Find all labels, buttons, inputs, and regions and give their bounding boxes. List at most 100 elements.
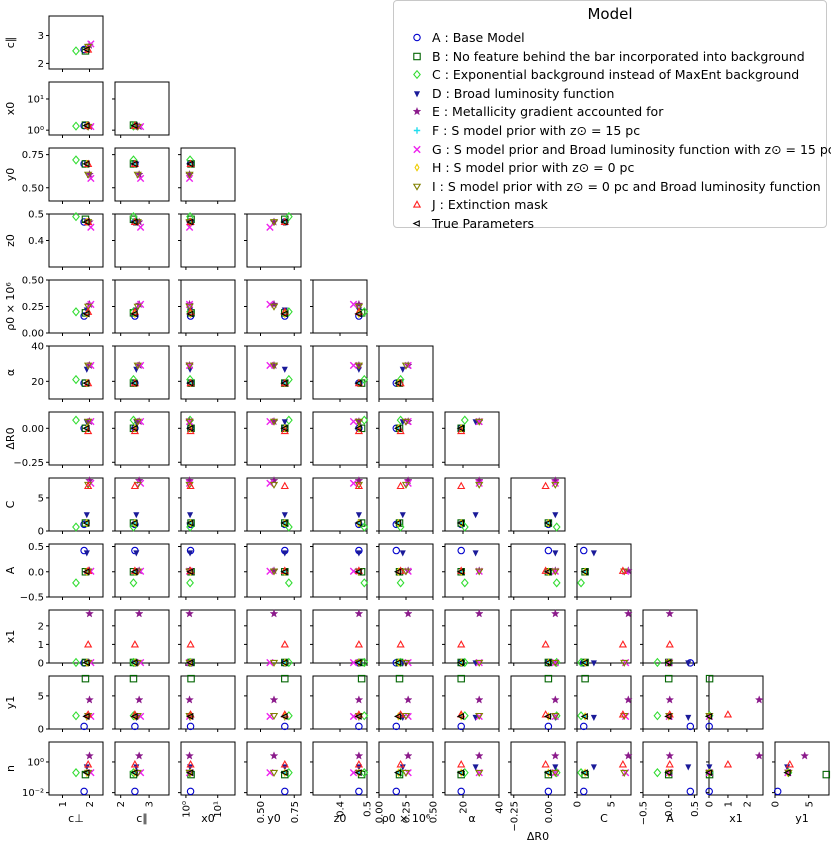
panel-frame <box>180 675 236 730</box>
point-T <box>354 519 362 527</box>
point-J <box>457 759 466 768</box>
legend-marker-I <box>412 183 422 191</box>
point-A <box>705 787 713 796</box>
point-I <box>269 362 279 370</box>
point-B <box>544 674 553 683</box>
y-axis-label: α <box>4 369 17 376</box>
point-T <box>280 712 288 720</box>
y-tick-label: 0.4 <box>28 236 44 247</box>
point-D <box>472 512 479 519</box>
point-T <box>783 769 791 777</box>
point-T <box>280 379 288 387</box>
x-tick-label: 2 <box>742 801 753 807</box>
panel-frame <box>114 675 170 730</box>
point-C <box>72 374 80 385</box>
panel-frame <box>708 741 764 796</box>
y-tick-label: 0.75 <box>22 150 44 161</box>
point-J <box>280 640 289 648</box>
point-T <box>456 659 464 667</box>
y-tick-label: 0 <box>38 527 44 538</box>
y-tick-label: 20 <box>31 377 44 388</box>
point-E <box>754 751 764 760</box>
x-tick-label: 0.50 <box>256 801 267 823</box>
panel-6-9 <box>442 543 500 600</box>
point-I <box>269 303 279 311</box>
y-tick-label: 0.5 <box>28 210 44 221</box>
point-C <box>360 578 369 588</box>
panel-frame <box>444 411 500 466</box>
point-D <box>590 550 597 557</box>
point-D <box>590 764 597 771</box>
point-G <box>349 300 358 309</box>
point-I <box>475 659 484 667</box>
point-T <box>130 519 138 527</box>
point-C <box>72 578 80 588</box>
point-I <box>620 659 629 667</box>
y-tick-label: 5 <box>38 493 44 504</box>
panel-frame <box>180 609 236 664</box>
point-T <box>82 379 90 387</box>
y-tick-label: 10⁻² <box>22 788 44 799</box>
point-I <box>354 362 364 370</box>
point-T <box>393 659 402 667</box>
legend-marker-B <box>413 52 421 60</box>
point-E <box>354 609 364 618</box>
point-I <box>475 769 484 777</box>
panel-frame <box>48 81 104 136</box>
point-T <box>393 424 402 432</box>
legend-label: J : Extinction mask <box>432 197 548 213</box>
point-T <box>354 659 362 667</box>
point-J <box>84 307 93 315</box>
y-axis-label: x1 <box>4 630 17 644</box>
point-T <box>543 712 552 720</box>
legend-entry: H : S model prior with z⊙ = 0 pc <box>406 158 634 177</box>
x-axis-label: α <box>468 812 475 825</box>
point-C <box>460 415 469 425</box>
point-A <box>80 787 88 796</box>
x-tick-label: 0.50 <box>429 801 440 823</box>
point-T <box>82 519 90 527</box>
y-tick-label: 2 <box>38 621 44 632</box>
point-J <box>186 481 195 490</box>
point-E <box>185 751 194 760</box>
point-T <box>130 122 138 130</box>
point-T <box>393 519 402 527</box>
point-G <box>349 479 358 487</box>
point-T <box>130 218 138 226</box>
x-tick-label: 0.5 <box>363 801 374 817</box>
panel-frame <box>444 675 500 730</box>
legend-title: Model <box>587 5 633 23</box>
point-D <box>552 550 559 557</box>
panel-2-7 <box>178 411 236 468</box>
point-D <box>472 764 479 771</box>
panel-6-10 <box>442 609 500 668</box>
point-C <box>360 374 369 385</box>
point-J <box>618 759 628 768</box>
point-T <box>186 712 194 720</box>
x-tick-label: 0.4 <box>336 801 347 817</box>
panel-1-10 <box>112 609 170 668</box>
legend-marker <box>412 183 422 191</box>
panel-frame <box>246 675 302 730</box>
point-T <box>186 519 194 527</box>
panel-frame <box>48 477 104 532</box>
point-C <box>72 211 80 222</box>
point-C <box>360 307 369 317</box>
y-tick-label: 1 <box>38 640 44 651</box>
point-E <box>269 695 279 704</box>
point-G <box>136 223 145 231</box>
panel-frame <box>114 543 170 598</box>
point-T <box>580 659 588 667</box>
point-J <box>186 640 195 648</box>
point-D <box>685 660 692 667</box>
panel-frame <box>246 741 302 796</box>
point-I <box>401 769 411 777</box>
point-C <box>284 578 293 588</box>
point-G <box>551 479 560 487</box>
y-tick-label: 0.0 <box>28 567 44 578</box>
point-I <box>551 712 560 721</box>
legend-marker <box>412 220 420 227</box>
